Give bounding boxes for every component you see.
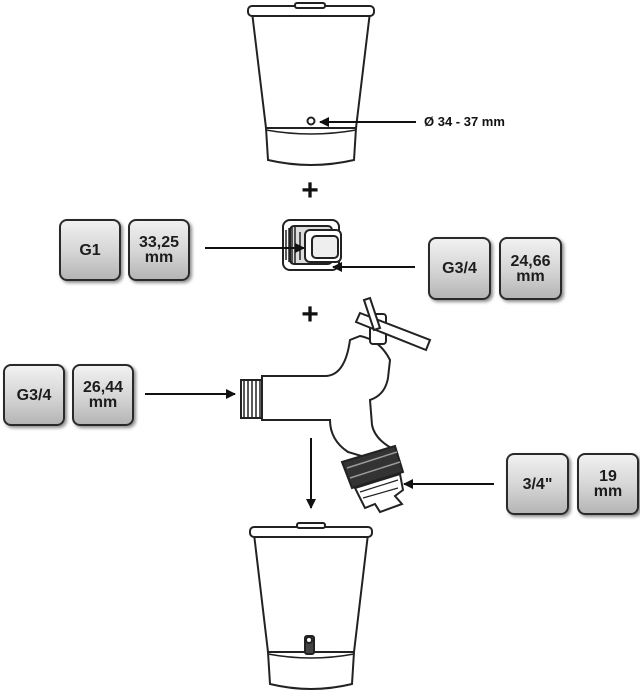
plus-sign: +	[301, 298, 319, 331]
adapter-left-thread-badge: G1	[59, 219, 121, 281]
container-bottom-icon	[249, 522, 373, 690]
container-top-icon	[247, 2, 375, 166]
top-hole-diameter-label: Ø 34 - 37 mm	[424, 114, 505, 129]
tap-outlet-size-badge: 19 mm	[577, 453, 639, 515]
plus-sign: +	[301, 174, 319, 207]
tap-icon	[240, 296, 432, 514]
tap-inlet-thread-badge: G3/4	[3, 364, 65, 426]
adapter-right-size-badge: 24,66 mm	[499, 237, 562, 300]
tap-inlet-size-badge: 26,44 mm	[72, 364, 134, 426]
adapter-fitting-icon	[282, 219, 342, 271]
adapter-right-thread-badge: G3/4	[428, 237, 491, 300]
tap-outlet-thread-badge: 3/4"	[506, 453, 569, 515]
adapter-left-size-badge: 33,25 mm	[128, 219, 190, 281]
